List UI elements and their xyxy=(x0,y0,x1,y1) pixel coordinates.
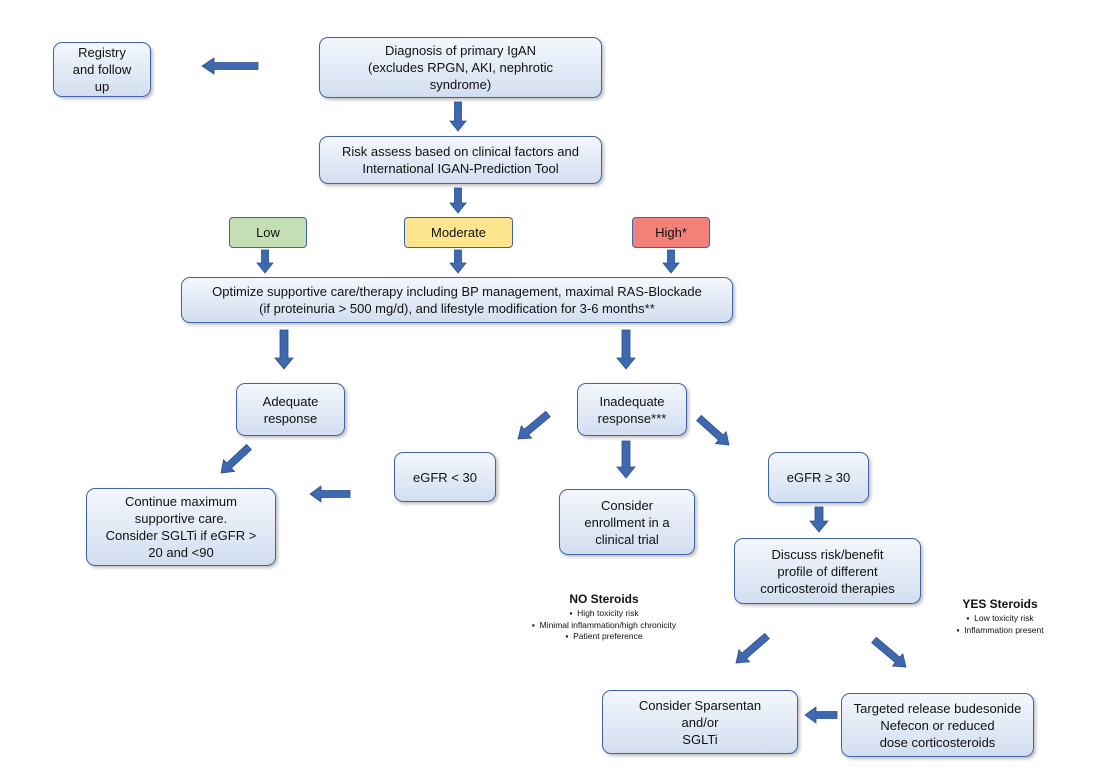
flow-arrow xyxy=(449,101,467,132)
no-steroids-item: High toxicity risk xyxy=(494,608,714,620)
optimize-supportive-care-node: Optimize supportive care/therapy includi… xyxy=(181,277,733,323)
flow-arrow xyxy=(201,57,259,75)
flow-arrow xyxy=(809,506,829,533)
diagnosis-node: Diagnosis of primary IgAN (excludes RPGN… xyxy=(319,37,602,98)
no-steroids-item: Minimal inflammation/high chronicity xyxy=(494,620,714,632)
flow-arrow xyxy=(616,440,636,479)
inadequate-response-node: Inadequate response*** xyxy=(577,383,687,436)
yes-steroids-item: Low toxicity risk xyxy=(930,613,1070,625)
adequate-response-node: Adequate response xyxy=(236,383,345,436)
flow-arrow xyxy=(517,410,551,440)
no-steroids-item: Patient preference xyxy=(494,631,714,643)
risk-level-high: High* xyxy=(632,217,710,248)
discuss-risk-benefit-node: Discuss risk/benefit profile of differen… xyxy=(734,538,921,604)
yes-steroids-item: Inflammation present xyxy=(930,625,1070,637)
egfr-below-30-node: eGFR < 30 xyxy=(394,452,496,502)
flow-arrow xyxy=(449,249,467,274)
risk-level-low: Low xyxy=(229,217,307,248)
sparsentan-node: Consider Sparsentan and/or SGLTi xyxy=(602,690,798,754)
egfr-30-or-more-node: eGFR ≥ 30 xyxy=(768,452,869,503)
flow-arrow xyxy=(449,187,467,214)
risk-level-moderate: Moderate xyxy=(404,217,513,248)
no-steroids-criteria: NO Steroids High toxicity risk Minimal i… xyxy=(494,592,714,643)
flow-arrow xyxy=(735,632,770,664)
flow-arrow xyxy=(274,329,294,370)
flow-arrow xyxy=(256,249,274,274)
flow-arrow xyxy=(309,485,351,503)
flow-arrow xyxy=(804,706,838,724)
no-steroids-heading: NO Steroids xyxy=(569,592,639,606)
registry-followup-node: Registry and follow up xyxy=(53,42,151,97)
flow-arrow xyxy=(662,249,680,274)
flow-arrow xyxy=(696,414,730,446)
yes-steroids-criteria: YES Steroids Low toxicity risk Inflammat… xyxy=(930,597,1070,636)
continue-care-node: Continue maximum supportive care. Consid… xyxy=(86,488,276,566)
clinical-trial-node: Consider enrollment in a clinical trial xyxy=(559,489,695,555)
flow-arrow xyxy=(871,636,907,668)
flow-arrow xyxy=(220,443,252,474)
risk-assessment-node: Risk assess based on clinical factors an… xyxy=(319,136,602,184)
yes-steroids-heading: YES Steroids xyxy=(962,597,1038,611)
flow-arrow xyxy=(616,329,636,370)
budesonide-node: Targeted release budesonide Nefecon or r… xyxy=(841,693,1034,757)
